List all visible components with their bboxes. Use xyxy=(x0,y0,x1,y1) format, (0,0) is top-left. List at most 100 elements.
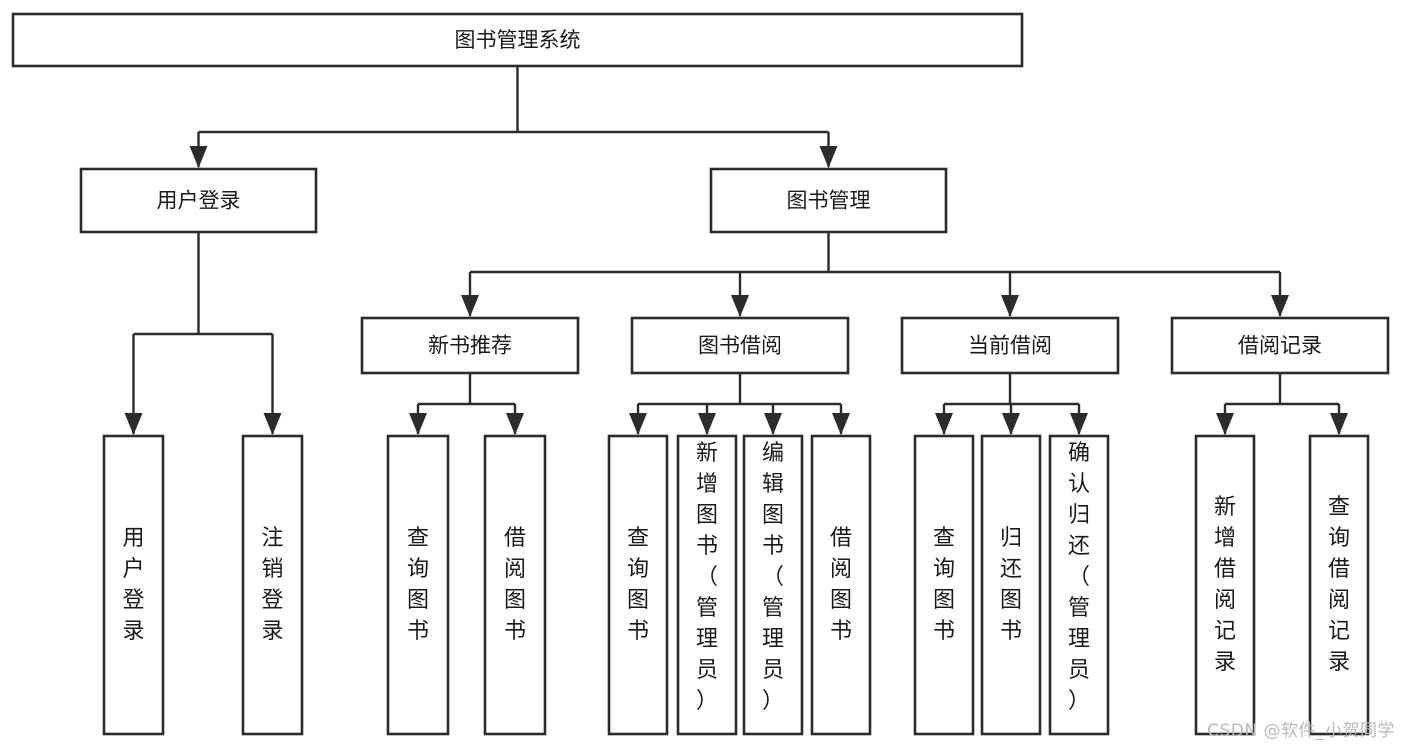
node-l-confirm-return[interactable]: 确认归还（管理员） xyxy=(1048,434,1110,736)
node-l-query-book-1[interactable]: 查询图书 xyxy=(386,434,450,736)
node-label-char: 归 xyxy=(1068,503,1090,528)
arrow-head xyxy=(1216,413,1234,435)
node-label-char: 管 xyxy=(696,596,718,621)
node-label-char: 记 xyxy=(1328,619,1350,644)
node-n-user-login[interactable]: 用户登录 xyxy=(79,167,318,234)
node-label-char: 销 xyxy=(261,557,283,582)
arrow-head xyxy=(1271,295,1289,317)
node-box xyxy=(241,434,304,736)
node-box xyxy=(102,434,165,736)
node-label-char: 增 xyxy=(696,472,718,497)
node-label-char: 记 xyxy=(1214,619,1236,644)
node-n-new-rec[interactable]: 新书推荐 xyxy=(360,316,580,375)
node-label-char: （ xyxy=(1068,565,1090,590)
node-label-char: 书 xyxy=(407,619,429,644)
node-label-char: 查 xyxy=(407,526,429,551)
node-label: 新增借阅记录 xyxy=(1214,495,1236,675)
node-l-user-login[interactable]: 用户登录 xyxy=(102,434,165,736)
node-label-char: 户 xyxy=(122,557,144,582)
node-label-char: 书 xyxy=(762,534,784,559)
node-box xyxy=(676,434,738,736)
node-boxes-group: 图书管理系统用户登录图书管理新书推荐图书借阅当前借阅借阅记录用户登录注销登录查询… xyxy=(11,12,1390,736)
node-n-records[interactable]: 借阅记录 xyxy=(1170,316,1390,375)
node-label-char: 图 xyxy=(504,588,526,613)
node-box xyxy=(360,316,580,375)
node-box xyxy=(913,434,975,736)
node-label: 查询图书 xyxy=(627,526,649,644)
node-label-char: 书 xyxy=(933,619,955,644)
node-l-user-logout[interactable]: 注销登录 xyxy=(241,434,304,736)
node-box xyxy=(900,316,1120,375)
connector-lines-group xyxy=(124,66,1348,435)
node-l-query-record[interactable]: 查询借阅记录 xyxy=(1308,434,1370,736)
node-label-char: 阅 xyxy=(504,557,526,582)
node-label: 注销登录 xyxy=(261,526,283,644)
node-label-char: 录 xyxy=(1328,650,1350,675)
node-label-char: 增 xyxy=(1214,526,1236,551)
node-box xyxy=(1048,434,1110,736)
node-n-borrow[interactable]: 图书借阅 xyxy=(630,316,850,375)
node-label: 用户登录 xyxy=(122,526,144,644)
node-label-char: 还 xyxy=(1068,534,1090,559)
node-label-char: 新 xyxy=(1214,495,1236,520)
arrow-head xyxy=(935,413,953,435)
arrow-head xyxy=(1002,413,1020,435)
node-box xyxy=(810,434,872,736)
node-box xyxy=(630,316,850,375)
node-l-add-book[interactable]: 新增图书（管理员） xyxy=(676,434,738,736)
node-label-char: （ xyxy=(696,565,718,590)
node-l-borrow-book-1[interactable]: 借阅图书 xyxy=(483,434,547,736)
node-label-char: 理 xyxy=(762,627,784,652)
arrow-head xyxy=(189,146,208,168)
node-label-char: 阅 xyxy=(1214,588,1236,613)
node-label-char: 借 xyxy=(830,526,852,551)
node-l-borrow-book-2[interactable]: 借阅图书 xyxy=(810,434,872,736)
node-label-char: 员 xyxy=(696,658,718,683)
node-label-char: 询 xyxy=(407,557,429,582)
node-label-char: 员 xyxy=(1068,658,1090,683)
node-label: 图书管理 xyxy=(787,189,871,213)
node-l-add-record[interactable]: 新增借阅记录 xyxy=(1194,434,1256,736)
node-label-char: ） xyxy=(696,689,718,714)
arrow-head xyxy=(461,295,479,317)
node-box xyxy=(709,167,948,234)
arrow-head xyxy=(698,413,716,435)
node-box xyxy=(483,434,547,736)
node-label-char: 借 xyxy=(504,526,526,551)
node-label: 图书借阅 xyxy=(698,334,782,358)
node-label-char: 询 xyxy=(933,557,955,582)
node-label-char: 辑 xyxy=(762,472,784,497)
node-box xyxy=(1194,434,1256,736)
node-l-query-book-2[interactable]: 查询图书 xyxy=(607,434,669,736)
node-label-char: 认 xyxy=(1068,472,1090,497)
node-l-edit-book[interactable]: 编辑图书（管理员） xyxy=(742,434,804,736)
arrow-head xyxy=(409,413,427,435)
node-l-return-book[interactable]: 归还图书 xyxy=(980,434,1042,736)
node-label-char: 理 xyxy=(696,627,718,652)
node-n-current[interactable]: 当前借阅 xyxy=(900,316,1120,375)
node-label-char: 录 xyxy=(1214,650,1236,675)
node-box xyxy=(980,434,1042,736)
node-root[interactable]: 图书管理系统 xyxy=(11,12,1024,68)
arrow-head xyxy=(1330,413,1348,435)
node-l-query-book-3[interactable]: 查询图书 xyxy=(913,434,975,736)
node-label-char: 借 xyxy=(1214,557,1236,582)
node-label-char: 管 xyxy=(762,596,784,621)
node-n-book-manage[interactable]: 图书管理 xyxy=(709,167,948,234)
node-label-char: 查 xyxy=(1328,495,1350,520)
node-label: 借阅图书 xyxy=(504,526,526,644)
node-label: 查询图书 xyxy=(933,526,955,644)
arrow-head xyxy=(506,413,524,435)
arrow-head xyxy=(819,146,838,168)
node-label-char: 图 xyxy=(1000,588,1022,613)
node-label-char: 还 xyxy=(1000,557,1022,582)
node-label-char: 书 xyxy=(504,619,526,644)
node-label-char: 注 xyxy=(261,526,283,551)
node-label-char: 图 xyxy=(696,503,718,528)
node-label-char: 登 xyxy=(261,588,283,613)
arrow-head xyxy=(1001,295,1019,317)
node-label-char: 新 xyxy=(696,441,718,466)
arrow-head xyxy=(764,413,782,435)
